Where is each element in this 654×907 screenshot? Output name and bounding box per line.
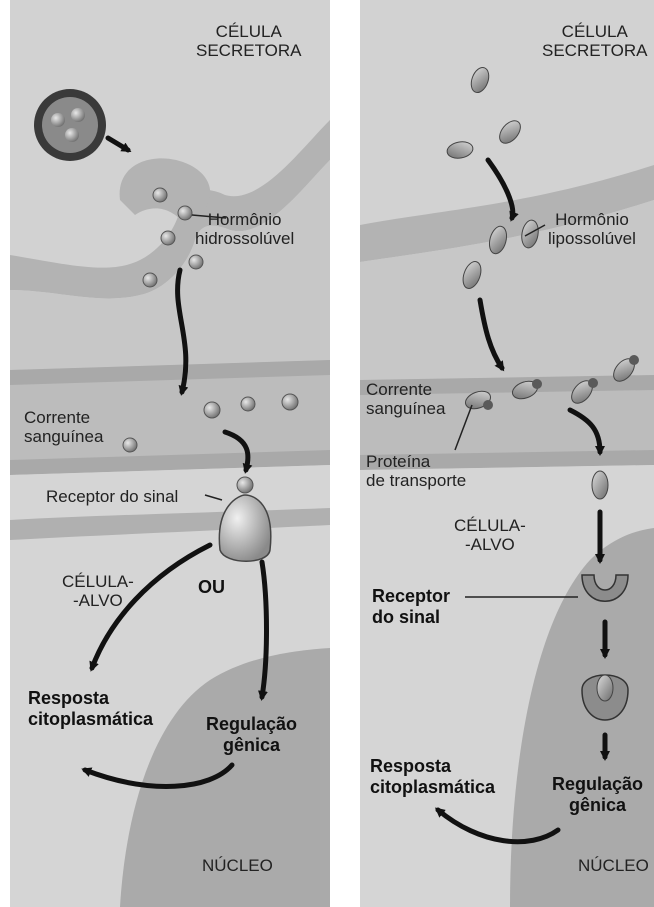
- left-bloodstream-label: Corrente sanguínea: [24, 408, 103, 446]
- right-receptor-label: Receptor do sinal: [372, 586, 450, 628]
- right-target-cell-label: CÉLULA- -ALVO: [454, 516, 526, 554]
- or-label: OU: [198, 577, 225, 598]
- right-nucleus-label: NÚCLEO: [578, 856, 649, 875]
- right-cytoplasmic-response-label: Resposta citoplasmática: [370, 756, 495, 798]
- panel-lipid-soluble-hormone: CÉLULA SECRETORA Hormônio lipossolúvel C…: [360, 0, 654, 907]
- left-diagram-graphic: [0, 0, 330, 907]
- right-bloodstream-label: Corrente sanguínea: [366, 380, 445, 418]
- right-hormone-label: Hormônio lipossolúvel: [548, 210, 636, 248]
- left-hormone-label: Hormônio hidrossolúvel: [195, 210, 294, 248]
- transport-protein-label: Proteína de transporte: [366, 452, 466, 490]
- right-gene-regulation-label: Regulação gênica: [552, 774, 643, 816]
- vesicle-icon: [34, 89, 106, 161]
- left-nucleus-label: NÚCLEO: [202, 856, 273, 875]
- right-secretory-cell-label: CÉLULA SECRETORA: [542, 22, 648, 60]
- left-target-cell-label: CÉLULA- -ALVO: [62, 572, 134, 610]
- left-cytoplasmic-response-label: Resposta citoplasmática: [28, 688, 153, 730]
- left-receptor-label: Receptor do sinal: [46, 487, 178, 506]
- panel-water-soluble-hormone: CÉLULA SECRETORA Hormônio hidrossolúvel …: [0, 0, 330, 907]
- left-gene-regulation-label: Regulação gênica: [206, 714, 297, 756]
- left-secretory-cell-label: CÉLULA SECRETORA: [196, 22, 302, 60]
